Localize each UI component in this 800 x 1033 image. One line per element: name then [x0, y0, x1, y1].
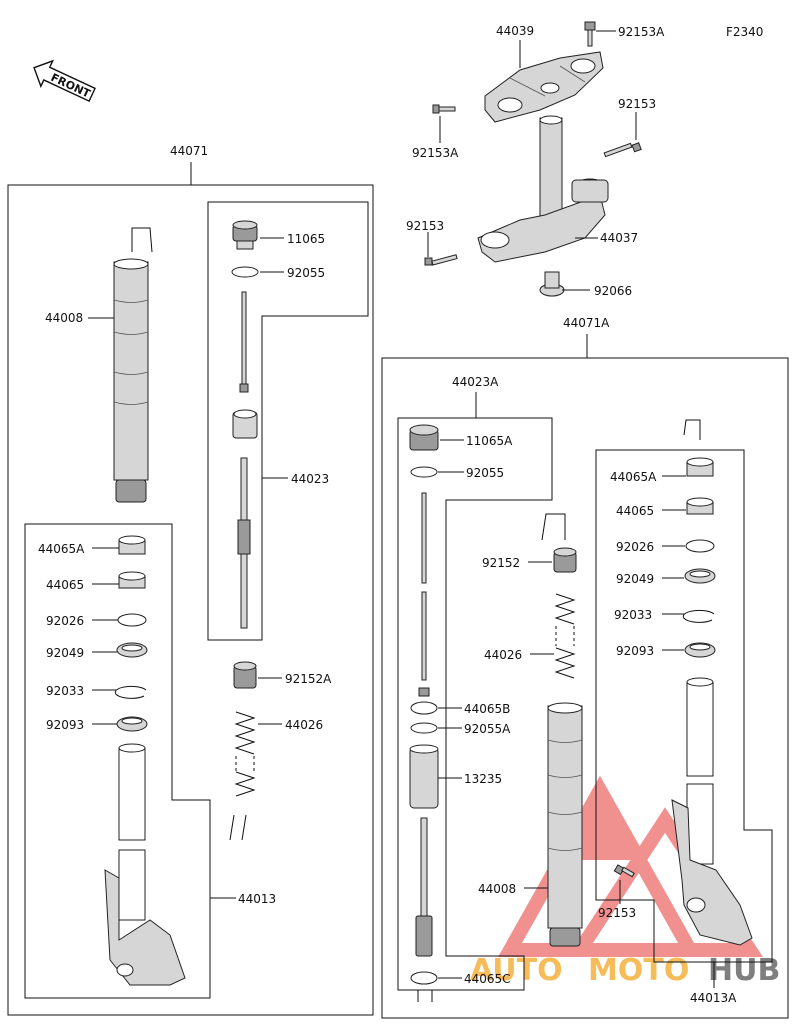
- damper-rod-44023: [232, 291, 258, 629]
- label-44037: 44037: [600, 231, 638, 245]
- sleeve-13235: [409, 744, 439, 809]
- label-44065A-right: 44065A: [610, 470, 657, 484]
- label-92153-right: 92153: [598, 906, 636, 920]
- outer-tube-44008-right: [547, 702, 583, 947]
- label-92055-right: 92055: [466, 466, 504, 480]
- label-92026-left: 92026: [46, 614, 84, 628]
- watermark-text-hub: HUB: [708, 953, 780, 988]
- bolt-92153-right: [613, 864, 635, 878]
- watermark-text-moto: MOTO: [588, 953, 689, 988]
- label-92033-left: 92033: [46, 684, 84, 698]
- upper-bracket-44039: [484, 51, 604, 123]
- label-44026-left: 44026: [285, 718, 323, 732]
- inner-tube-right: [671, 677, 753, 946]
- assembly-box-44071A: [381, 357, 789, 1019]
- seal-92066: [539, 271, 565, 297]
- bushing-44065-right: [686, 497, 714, 515]
- washer-92026-left: [117, 613, 147, 627]
- label-44013A: 44013A: [690, 991, 737, 1005]
- bushing-44065-left: [118, 571, 146, 589]
- bolt-92153-top-right: [603, 142, 642, 158]
- label-44065-right: 44065: [616, 504, 654, 518]
- washer-44065C: [410, 971, 438, 985]
- label-44023: 44023: [291, 472, 329, 486]
- label-44065A-left: 44065A: [38, 542, 85, 556]
- bushing-44065A-right: [686, 457, 714, 477]
- label-44013: 44013: [238, 892, 276, 906]
- inner-tube-box-44013: [24, 523, 211, 999]
- dust-seal-92093-left: [116, 716, 148, 732]
- clip-92033-left: [114, 685, 147, 699]
- label-44039: 44039: [496, 24, 534, 38]
- cartridge-box-44023: [207, 201, 369, 641]
- label-92153A-left: 92153A: [412, 146, 459, 160]
- front-arrow-icon: [33, 59, 96, 103]
- label-44008-left: 44008: [45, 311, 83, 325]
- label-92026-right: 92026: [616, 540, 654, 554]
- label-92152: 92152: [482, 556, 520, 570]
- clip-92033-right: [682, 609, 715, 623]
- label-92153-top: 92153: [618, 97, 656, 111]
- nut-92152: [553, 547, 577, 573]
- lower-rod-44023A: [415, 817, 433, 957]
- label-92093-left: 92093: [46, 718, 84, 732]
- seal-92049-left: [116, 642, 148, 658]
- label-92055A: 92055A: [464, 722, 511, 736]
- label-92033-right: 92033: [614, 608, 652, 622]
- dust-seal-92093-right: [684, 642, 716, 658]
- label-92066: 92066: [594, 284, 632, 298]
- bolt-92153A-top: [584, 21, 596, 47]
- spring-44026-left: [234, 711, 256, 797]
- cap-11065A: [409, 424, 439, 451]
- label-92049-right: 92049: [616, 572, 654, 586]
- assembly-box-44071: [7, 184, 374, 1016]
- label-92153-left: 92153: [406, 219, 444, 233]
- label-44008-right: 44008: [478, 882, 516, 896]
- nut-92152A: [233, 661, 257, 689]
- label-11065A: 11065A: [466, 434, 513, 448]
- seal-92049-right: [684, 568, 716, 584]
- label-44065-left: 44065: [46, 578, 84, 592]
- bushing-44065A-left: [118, 535, 146, 555]
- stem-lower-bracket-44037: [477, 115, 609, 263]
- outer-tube-44008-left: [113, 258, 149, 503]
- label-92152A: 92152A: [285, 672, 332, 686]
- bolt-92153-left: [424, 254, 458, 266]
- inner-tube-left: [104, 743, 186, 986]
- label-13235: 13235: [464, 772, 502, 786]
- cartridge-box-44023A: [397, 417, 553, 991]
- diagram-code: F2340: [726, 25, 763, 39]
- label-44026-right: 44026: [484, 648, 522, 662]
- oring-92055A: [410, 722, 438, 734]
- inner-tube-box-44013A: [595, 449, 773, 963]
- ring-44065B: [410, 701, 438, 715]
- label-92055-left: 92055: [287, 266, 325, 280]
- cap-11065-left: [232, 220, 258, 250]
- label-11065: 11065: [287, 232, 325, 246]
- oring-92055-left: [231, 266, 259, 278]
- watermark-text-auto: AUTO: [470, 953, 563, 988]
- damper-rod-44023A: [418, 492, 430, 697]
- label-92049-left: 92049: [46, 646, 84, 660]
- washer-92026-right: [685, 539, 715, 553]
- label-44071: 44071: [170, 144, 208, 158]
- label-44065C: 44065C: [464, 972, 511, 986]
- label-92153A-top: 92153A: [618, 25, 665, 39]
- bolt-92153A-left: [432, 104, 456, 114]
- label-44071A: 44071A: [563, 316, 610, 330]
- label-92093-right: 92093: [616, 644, 654, 658]
- label-44023A: 44023A: [452, 375, 499, 389]
- oring-92055-right: [410, 466, 438, 478]
- label-44065B: 44065B: [464, 702, 510, 716]
- spring-44026-right: [554, 593, 576, 679]
